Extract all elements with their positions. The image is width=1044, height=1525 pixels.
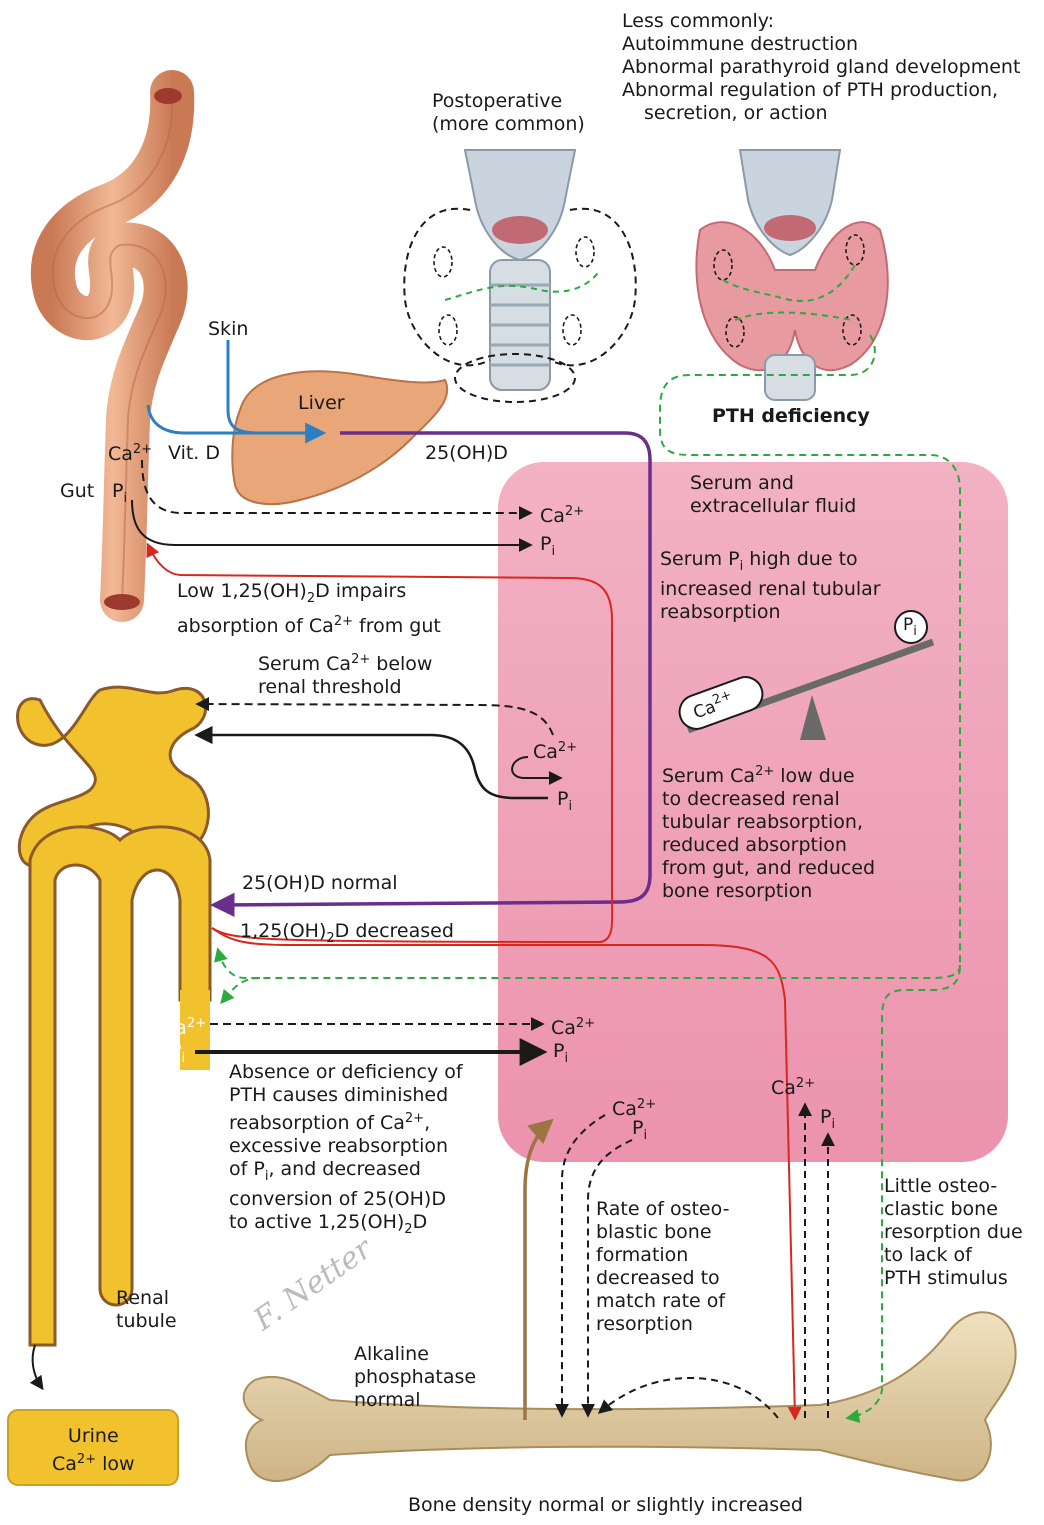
postoperative-title: Postoperative [432,90,585,113]
bone-form-p-label: Pi [632,1117,647,1147]
serum-ca-label: Ca2+ [540,500,584,528]
serum-p-label: Pi [540,533,555,563]
note-line: Autoimmune destruction [622,33,1020,56]
note-line: secretion, or action [622,102,1020,125]
pi-seesaw-label: Pi [903,614,917,643]
gut-illustration [53,88,182,610]
postoperative-note: (more common) [432,113,585,136]
serum-ca-note: Serum Ca2+ low due to decreased renal tu… [662,760,875,903]
renal-p-label: Pi [170,1040,185,1070]
gut-label: Gut [60,480,94,503]
oh-d-label: 25(OH)D [425,442,508,465]
renal-threshold-note: Serum Ca2+ below renal threshold [258,648,432,699]
gut-ca-label: Ca2+ [108,438,152,466]
postoperative-larynx [404,150,635,402]
absence-note: Absence or deficiency of PTH causes dimi… [229,1061,463,1241]
oh2d-decreased-label: 1,25(OH)2D decreased [240,920,454,950]
pth-deficiency-label: PTH deficiency [712,405,870,428]
osteoblastic-note: Rate of osteo- blastic bone formation de… [596,1198,729,1336]
less-commonly-title: Less commonly: [622,10,1020,33]
kidney-p-label: Pi [557,788,572,818]
gut-absorption-note: Low 1,25(OH)2D impairs absorption of Ca2… [177,580,441,638]
kidney-ca-label: Ca2+ [533,736,577,764]
note-line: Abnormal regulation of PTH production, [622,79,1020,102]
gut-p-label: Pi [112,480,127,510]
thyroid-illustration [696,150,887,400]
less-commonly-note: Less commonly: Autoimmune destruction Ab… [622,10,1020,125]
renal-out-ca-label: Ca2+ [551,1012,595,1040]
liver-label: Liver [298,392,345,415]
serum-box-title: Serum and extracellular fluid [690,472,856,518]
vit-d-label: Vit. D [168,442,220,465]
renal-out-p-label: Pi [553,1040,568,1070]
alkaline-phosphatase-label: Alkaline phosphatase normal [354,1343,476,1412]
urine-label: Urine Ca2+ low [52,1425,135,1476]
serum-p-note: Serum Pi high due to increased renal tub… [660,548,881,624]
bone-resorb-ca-label: Ca2+ [771,1072,815,1100]
bone-resorb-p-label: Pi [820,1106,835,1136]
osteoclastic-note: Little osteo- clastic bone resorption du… [884,1175,1023,1290]
bone-density-label: Bone density normal or slightly increase… [408,1494,803,1517]
note-line: Abnormal parathyroid gland development [622,56,1020,79]
oh-d-normal-label: 25(OH)D normal [242,872,398,895]
postoperative-label: Postoperative (more common) [432,90,585,136]
netter-signature: F. Netter [247,1230,380,1338]
skin-label: Skin [208,318,248,341]
renal-ca-label: Ca2+ [162,1012,206,1040]
renal-tubule-label: Renal tubule [116,1287,177,1333]
